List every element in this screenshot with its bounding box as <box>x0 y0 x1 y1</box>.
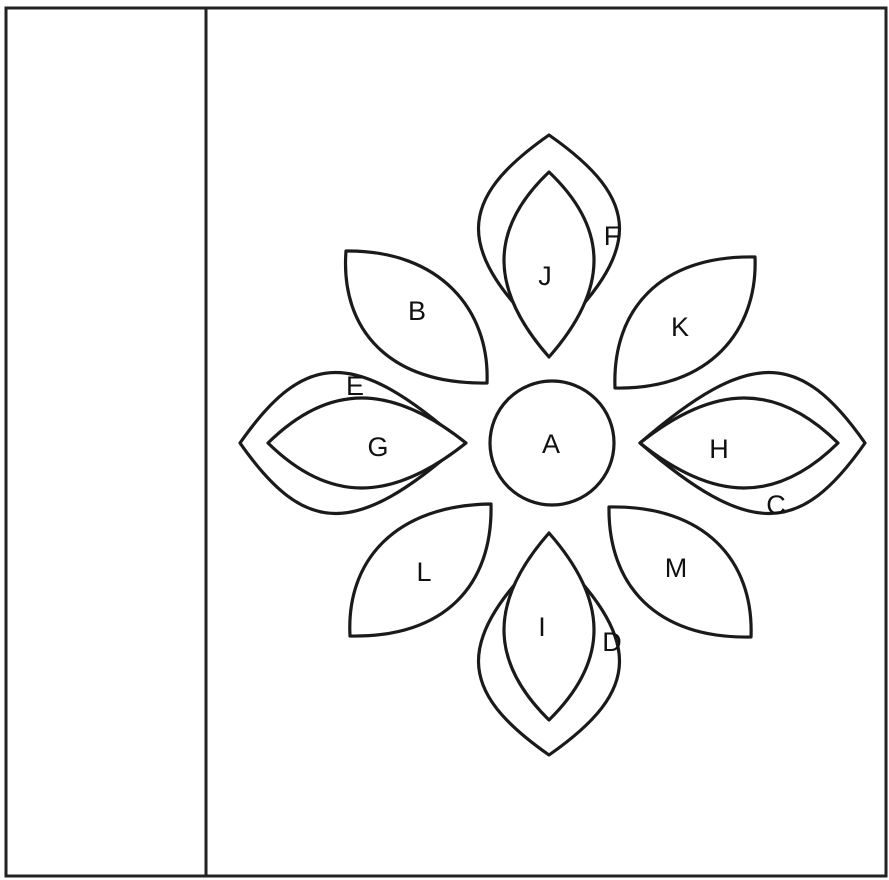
label-G: G <box>367 432 388 462</box>
label-E: E <box>346 371 364 401</box>
label-I: I <box>538 612 546 642</box>
label-H: H <box>709 434 729 464</box>
label-B: B <box>408 296 426 326</box>
label-L: L <box>416 557 431 587</box>
label-J: J <box>538 261 552 291</box>
label-M: M <box>665 553 688 583</box>
label-C: C <box>766 490 786 520</box>
label-D: D <box>602 627 622 657</box>
label-F: F <box>604 221 621 251</box>
label-K: K <box>671 312 689 342</box>
label-A: A <box>542 429 560 459</box>
